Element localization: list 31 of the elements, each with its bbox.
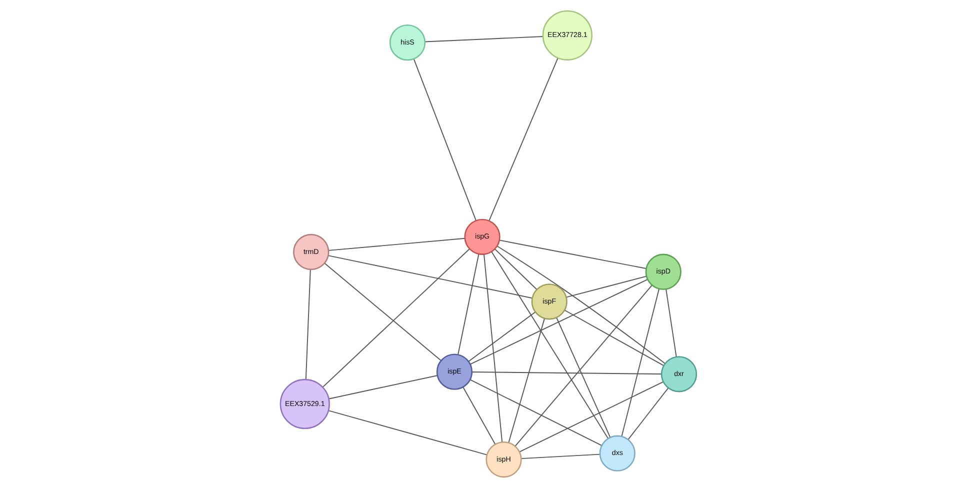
connector [469,278,648,365]
connector [322,248,470,388]
connector [424,36,543,42]
connector [328,238,465,251]
connector [564,310,664,366]
connector [324,262,441,361]
connector [412,58,476,222]
connector [498,240,646,269]
connector [508,318,544,444]
connector [520,454,600,460]
connector [496,246,665,364]
connector [488,57,558,222]
connector [470,372,662,374]
connector [327,255,532,299]
connector [469,379,602,446]
connector [556,317,610,438]
connector [457,253,479,356]
connector [514,284,652,447]
connector [565,276,646,298]
connector [462,386,496,445]
connector [627,388,668,440]
connector [483,254,502,443]
connector [328,375,438,400]
connector [518,381,664,452]
connector [468,312,536,362]
connector [620,288,660,437]
connector [304,268,310,380]
connector [490,251,608,439]
connector [328,410,487,456]
connector [494,248,537,290]
connector [665,288,676,358]
